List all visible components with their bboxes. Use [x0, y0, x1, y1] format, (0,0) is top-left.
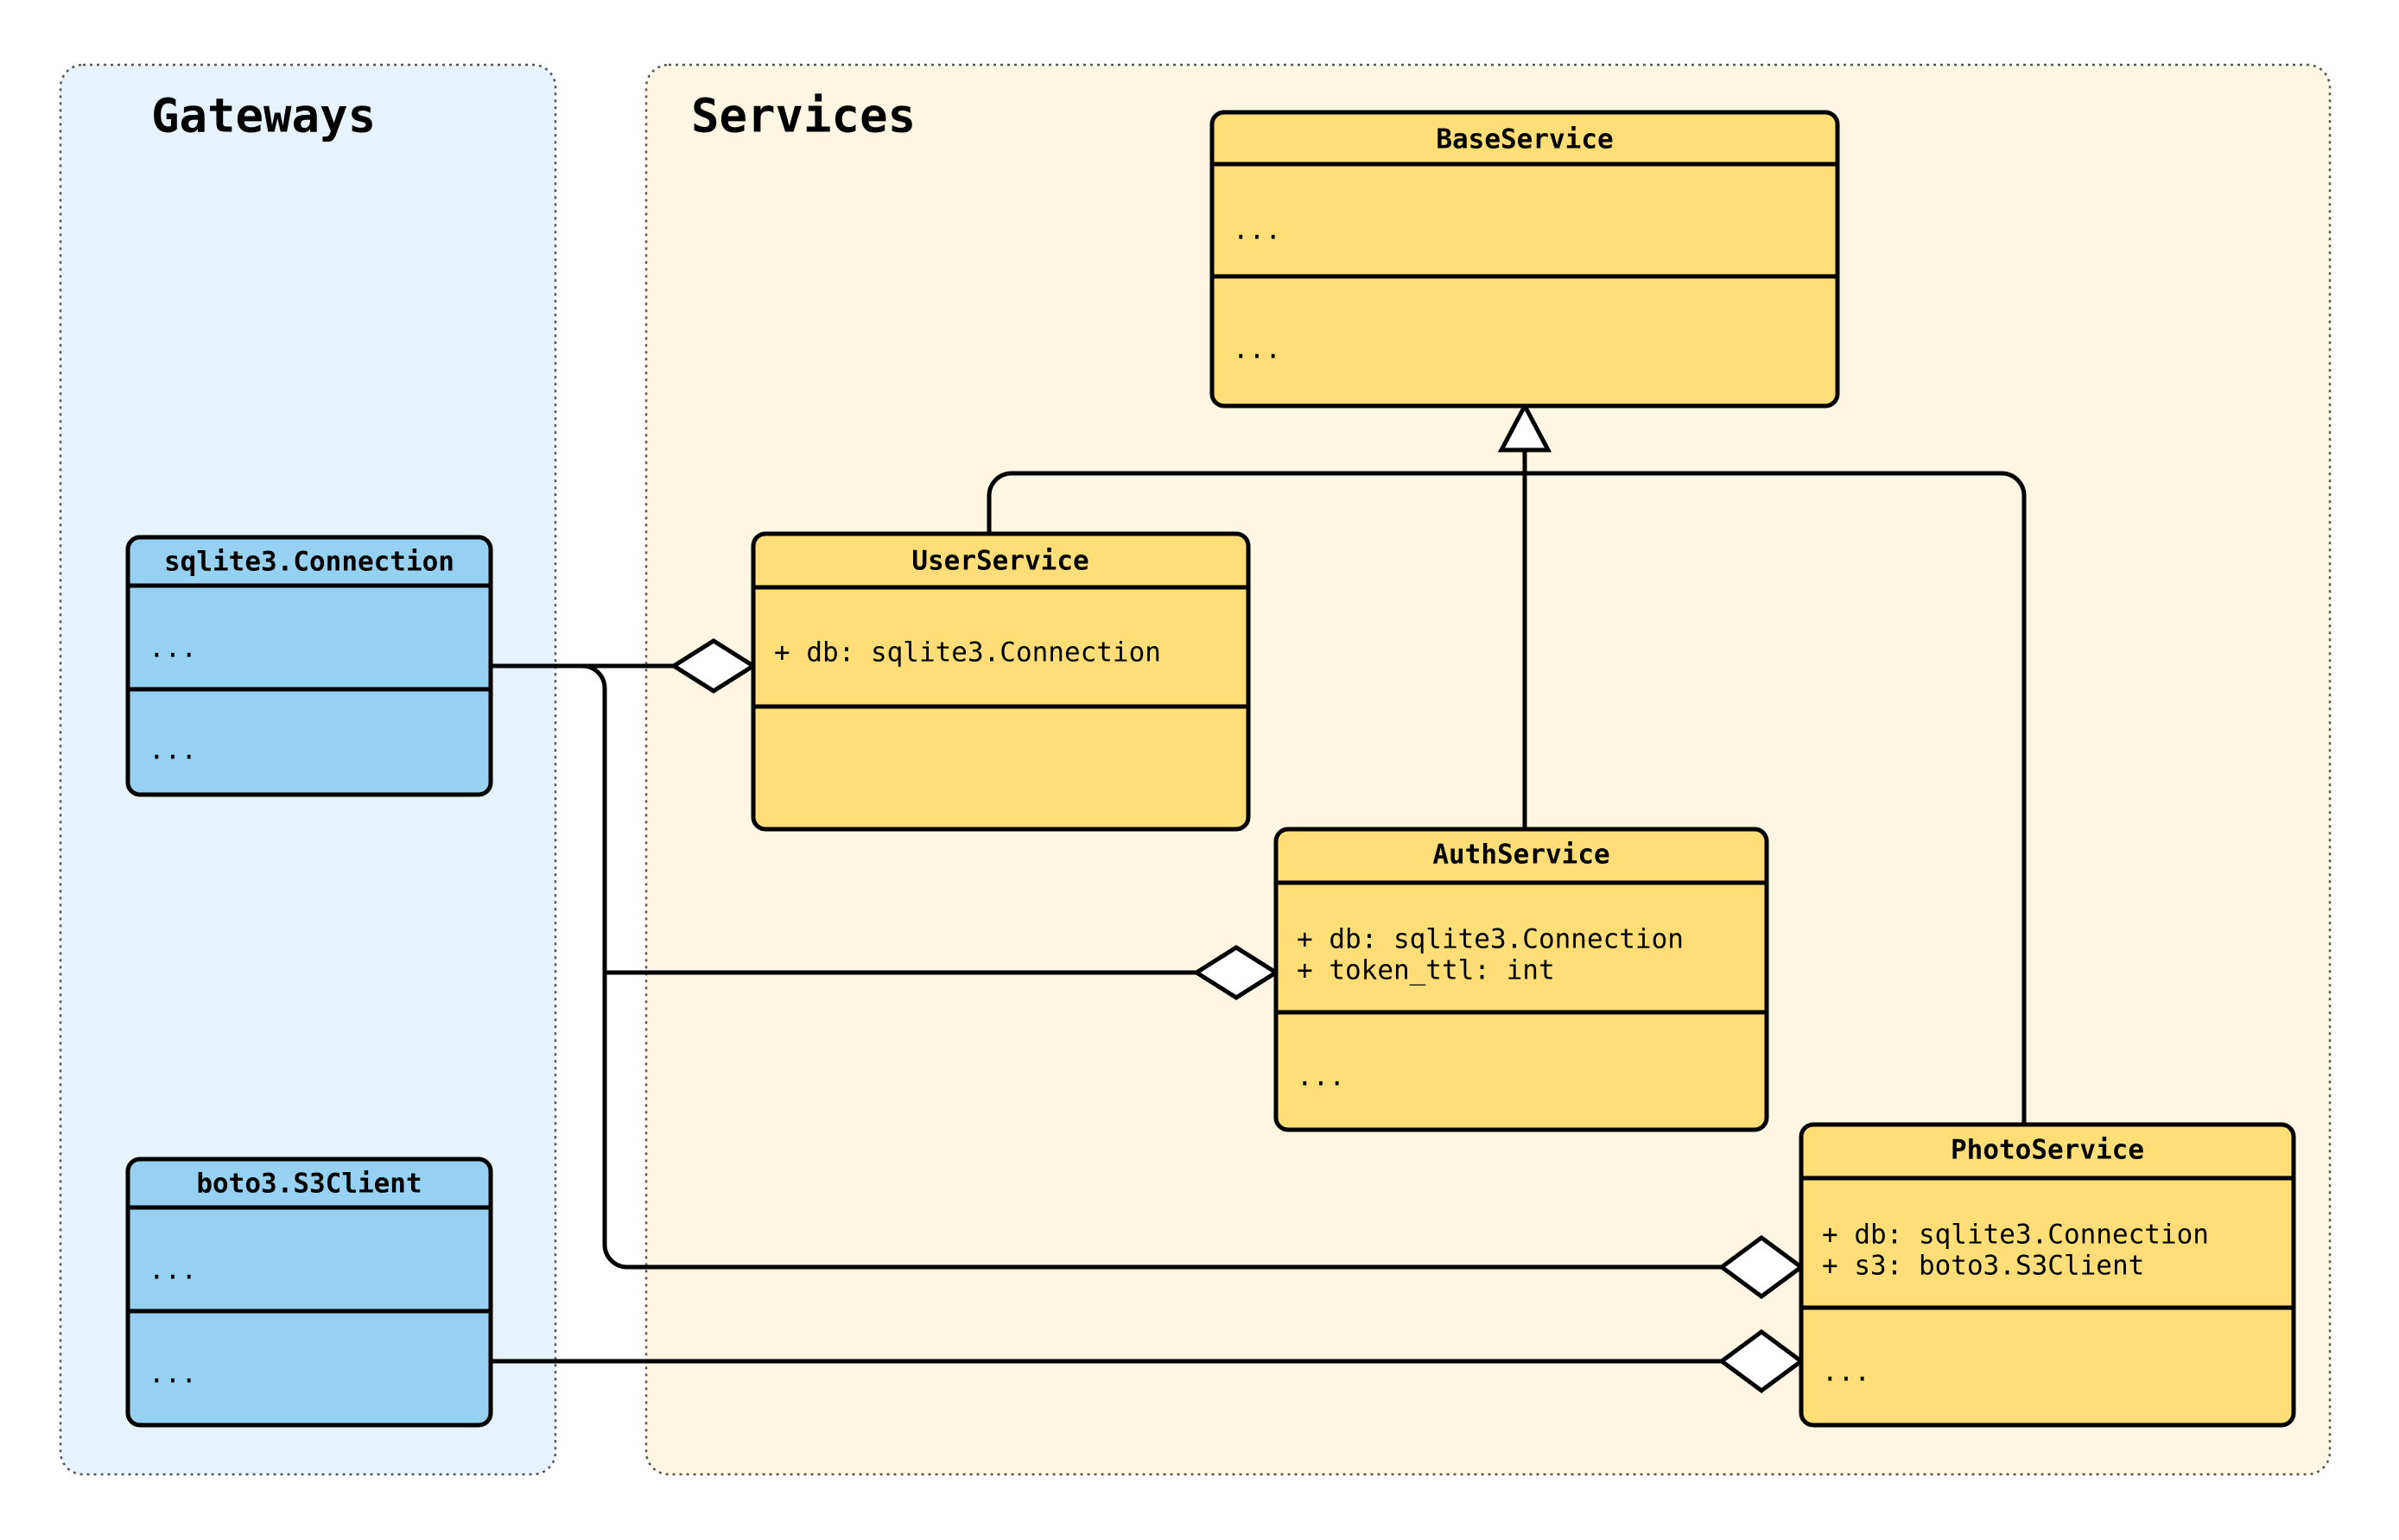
package-services-label: Services	[691, 89, 916, 143]
class-authservice-attribute-0: + db: sqlite3.Connection	[1297, 924, 1684, 955]
class-baseservice[interactable]: BaseService ... ...	[1209, 110, 1840, 409]
class-userservice[interactable]: UserService + db: sqlite3.Connection	[751, 531, 1251, 832]
class-baseservice-method: ...	[1233, 334, 1281, 365]
class-photoservice-method: ...	[1822, 1357, 1870, 1388]
aggregation-diamond-userservice-icon	[670, 638, 758, 694]
class-sqlite3-connection-attribute: ...	[149, 633, 197, 664]
class-authservice-title: AuthService	[1432, 840, 1609, 871]
aggregation-riser-connection	[581, 663, 1751, 1270]
package-gateways-label: Gateways	[151, 89, 376, 143]
inheritance-edges	[987, 401, 2027, 1125]
aggregation-edges-sqlite3	[491, 638, 1806, 1300]
class-authservice[interactable]: AuthService + db: sqlite3.Connection + t…	[1273, 827, 1769, 1132]
package-services[interactable]: Services	[644, 63, 2332, 1476]
class-baseservice-title: BaseService	[1436, 124, 1613, 155]
aggregation-diamond-photoservice-db-icon	[1717, 1234, 1806, 1300]
aggregation-diamond-authservice-icon	[1192, 945, 1280, 1000]
class-userservice-title: UserService	[911, 546, 1088, 577]
class-boto3-s3client-frame	[125, 1157, 493, 1428]
class-photoservice-frame	[1799, 1122, 2296, 1428]
inheritance-branch-userservice	[987, 471, 1012, 534]
aggregation-diamond-photoservice-s3-icon	[1717, 1328, 1806, 1394]
class-userservice-attribute: + db: sqlite3.Connection	[774, 637, 1161, 669]
class-sqlite3-connection-title: sqlite3.Connection	[164, 547, 454, 578]
class-photoservice-attribute-1: + s3: boto3.S3Client	[1822, 1251, 2144, 1282]
class-userservice-frame	[751, 531, 1251, 832]
class-baseservice-attribute: ...	[1233, 215, 1281, 246]
class-sqlite3-connection[interactable]: sqlite3.Connection ... ...	[125, 535, 493, 797]
class-boto3-s3client-method: ...	[149, 1359, 197, 1390]
class-photoservice[interactable]: PhotoService + db: sqlite3.Connection + …	[1799, 1122, 2296, 1428]
class-baseservice-frame	[1209, 110, 1840, 409]
class-boto3-s3client[interactable]: boto3.S3Client ... ...	[125, 1157, 493, 1428]
inheritance-triangle-icon	[1497, 401, 1552, 453]
aggregation-edges-boto3	[491, 1328, 1806, 1394]
class-sqlite3-connection-method: ...	[149, 735, 197, 766]
class-authservice-attribute-1: + token_ttl: int	[1297, 955, 1555, 986]
class-photoservice-attribute-0: + db: sqlite3.Connection	[1822, 1220, 2209, 1251]
class-sqlite3-connection-frame	[125, 535, 493, 797]
inheritance-branch-photoservice	[2001, 471, 2027, 1125]
class-photoservice-title: PhotoService	[1951, 1135, 2144, 1166]
class-boto3-s3client-title: boto3.S3Client	[196, 1169, 422, 1200]
class-boto3-s3client-attribute: ...	[149, 1255, 197, 1286]
class-authservice-method: ...	[1297, 1062, 1345, 1093]
package-services-frame	[644, 63, 2332, 1476]
class-authservice-frame	[1273, 827, 1769, 1132]
